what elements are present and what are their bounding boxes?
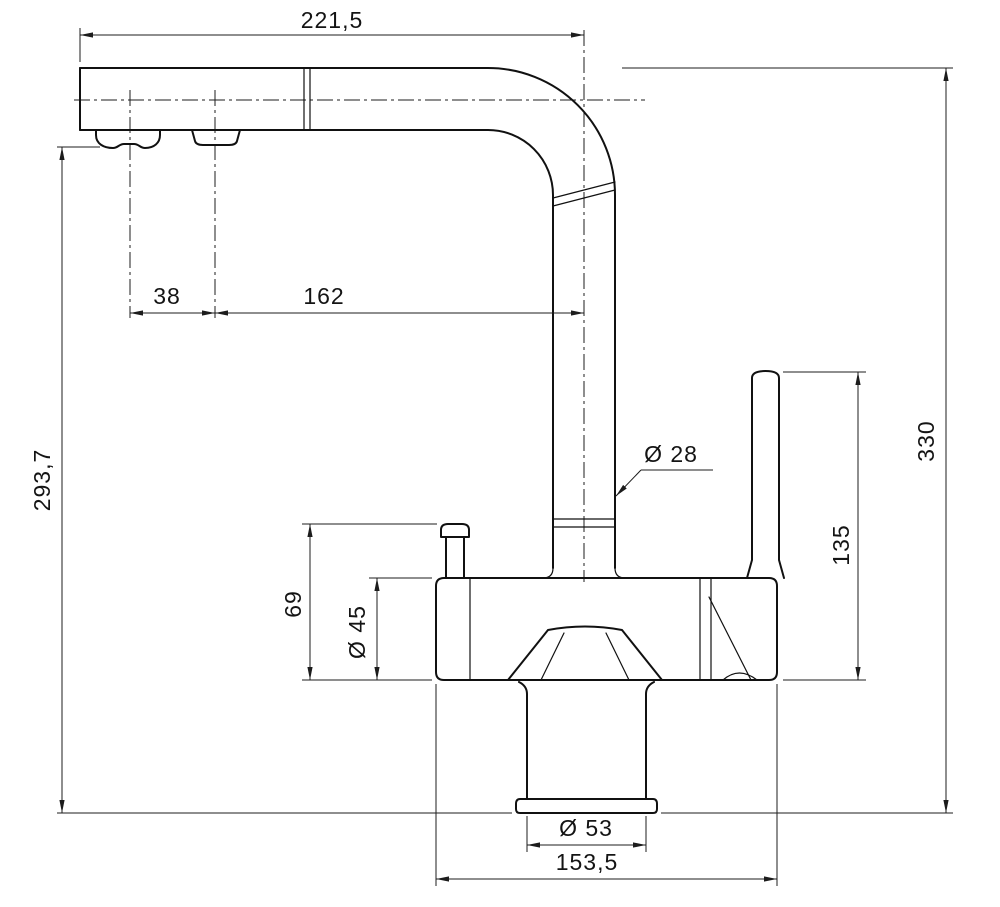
label-height-left: 293,7 — [29, 449, 55, 512]
base-column-left — [518, 681, 528, 800]
spray-nozzle-outlet — [95, 129, 161, 149]
pipe-flare-right — [614, 567, 626, 579]
label-spout-reach: 162 — [303, 283, 344, 309]
label-body-diameter: Ø 45 — [344, 605, 370, 659]
elbow-joint-seam — [552, 181, 616, 207]
label-base-diameter: Ø 53 — [559, 815, 613, 841]
spout-inner-edge — [79, 129, 554, 569]
lever-hinge-dome — [722, 672, 758, 681]
spout-outer-edge — [79, 67, 616, 569]
faucet-body-outline — [79, 67, 785, 814]
label-top-width: 221,5 — [301, 7, 364, 33]
base-plate — [515, 798, 658, 814]
label-handle-height: 135 — [828, 524, 854, 565]
pipe-flare-left — [542, 567, 554, 579]
extension-lines — [57, 28, 953, 886]
label-valve-height: 69 — [280, 590, 306, 618]
pipe-lower-seam — [552, 518, 616, 528]
cone-transition — [507, 625, 663, 681]
valve-knob-stem — [445, 536, 465, 579]
ext-body-length — [435, 684, 778, 886]
lever-handle-rod — [746, 370, 785, 579]
base-column-right — [645, 681, 655, 800]
cone-facet-lines — [540, 632, 630, 681]
dimension-lines — [59, 32, 949, 882]
aerator-outlet — [191, 129, 241, 146]
mixer-body-cylinder — [435, 577, 778, 681]
label-height-right: 330 — [913, 420, 939, 461]
centerlines — [74, 30, 645, 582]
lever-cartridge-diagonal — [708, 596, 752, 681]
label-nozzle-spacing: 38 — [153, 283, 181, 309]
label-spout-diameter: Ø 28 — [644, 441, 698, 467]
leader-spout-diameter — [615, 469, 642, 497]
body-seam-right — [699, 577, 712, 681]
label-body-length: 153,5 — [556, 849, 619, 875]
pullout-head-seam — [303, 67, 311, 131]
valve-knob-cap — [440, 523, 470, 538]
dimension-labels: 221,5 38 162 293,7 330 Ø 28 135 69 Ø 45 … — [29, 7, 939, 875]
